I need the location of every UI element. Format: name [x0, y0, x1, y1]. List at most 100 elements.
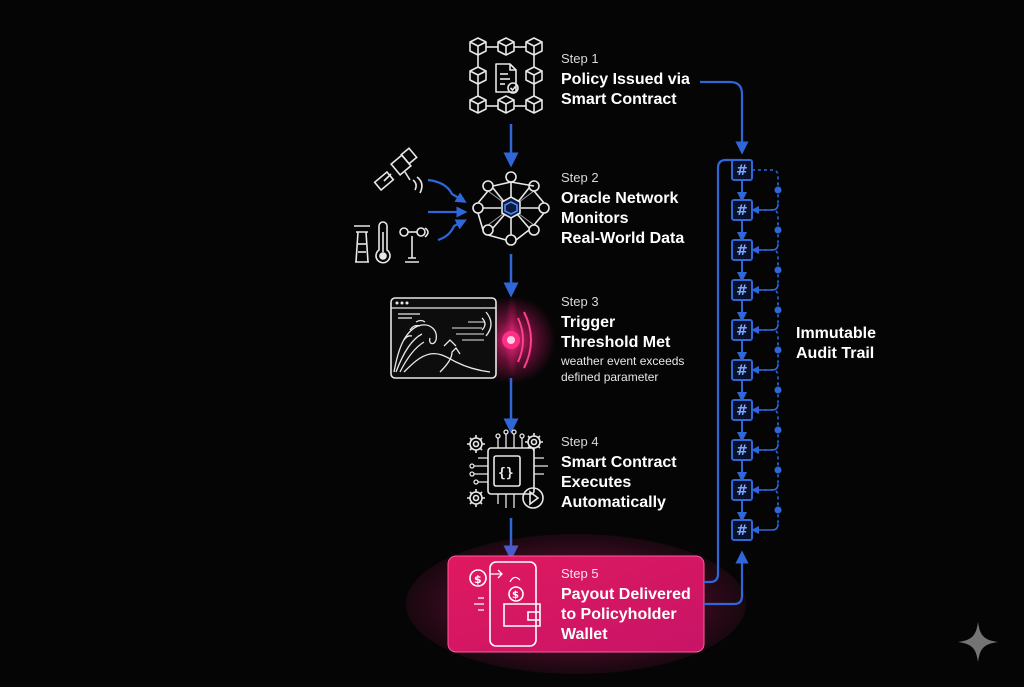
step-4-label: Step 4 Smart Contract Executes Automatic…	[561, 434, 677, 513]
hash-block: #	[731, 479, 753, 501]
hash-symbol: #	[736, 443, 748, 459]
audit-chain-blocks: # # # # # # # # # #	[731, 159, 753, 541]
hash-block: #	[731, 319, 753, 341]
step-title-line: Wallet	[561, 626, 608, 643]
thermometer-icon	[375, 221, 391, 264]
gear-icon	[467, 489, 485, 507]
hash-block: #	[731, 279, 753, 301]
hash-block: #	[731, 239, 753, 261]
hash-block: #	[731, 439, 753, 461]
svg-text:$: $	[512, 590, 519, 601]
document-icon	[495, 63, 517, 93]
step-number: Step 1	[561, 51, 599, 66]
hash-pointer-dot	[774, 226, 782, 234]
step-title-line: Policy Issued via	[561, 71, 690, 88]
hash-pointer-arrow	[751, 363, 779, 374]
hash-pointer-link	[752, 329, 779, 364]
hash-block: #	[731, 359, 753, 381]
hash-pointer-dot	[774, 386, 782, 394]
hash-pointer-link	[752, 409, 779, 444]
hash-pointer-link	[752, 449, 779, 484]
audit-left-bracket	[704, 158, 742, 584]
step1-to-audit-arrow	[700, 80, 749, 155]
payout-to-audit-arrow	[704, 550, 749, 606]
step-number: Step 2	[561, 170, 599, 185]
svg-text:$: $	[474, 573, 482, 586]
satellite-icon	[373, 147, 423, 194]
step-number: Step 3	[561, 294, 599, 309]
sparkle-icon	[958, 622, 998, 662]
play-icon	[522, 487, 544, 509]
wallet-payout-icon: $ $	[469, 561, 541, 647]
hash-block: #	[731, 399, 753, 421]
hash-symbol: #	[736, 363, 748, 379]
hash-pointer-link	[752, 249, 779, 284]
step-5-label: Step 5 Payout Delivered to Policyholder …	[561, 566, 691, 645]
step-3-label: Step 3 Trigger Threshold Met weather eve…	[561, 294, 684, 385]
hash-symbol: #	[736, 283, 748, 299]
gear-icon	[467, 435, 485, 453]
step-number: Step 4	[561, 434, 599, 449]
step-title-line: Real-World Data	[561, 230, 685, 247]
hash-pointer-link	[752, 489, 779, 524]
hash-pointer-link	[752, 169, 779, 204]
audit-trail-label: Immutable Audit Trail	[796, 324, 876, 364]
step-title-line: to Policyholder	[561, 606, 677, 623]
hash-pointer-arrow	[751, 403, 779, 414]
hash-symbol: #	[736, 483, 748, 499]
gear-icon	[525, 433, 543, 451]
anemometer-icon	[399, 227, 429, 263]
hash-pointer-arrow	[751, 323, 779, 334]
lighthouse-icon	[354, 225, 370, 263]
hash-pointer-dot	[774, 306, 782, 314]
audit-chain-links	[737, 169, 782, 534]
step-title-line: Payout Delivered	[561, 586, 691, 603]
hash-symbol: #	[736, 243, 748, 259]
blockchain-document-icon	[469, 37, 543, 114]
audit-trail-connectors	[700, 80, 749, 606]
hash-pointer-link	[752, 209, 779, 244]
step-1-label: Step 1 Policy Issued via Smart Contract	[561, 51, 690, 110]
step-title-line: Smart Contract	[561, 91, 677, 108]
oracle-network-icon	[472, 171, 550, 246]
hash-pointer-dot	[774, 426, 782, 434]
step-subtitle-line: defined parameter	[561, 370, 659, 384]
threshold-indicator	[502, 311, 532, 369]
step-title-line: Monitors	[561, 210, 629, 227]
step-title-line: Automatically	[561, 494, 666, 511]
hash-pointer-dot	[774, 186, 782, 194]
wave-window-icon	[390, 297, 497, 379]
core-node-icon	[504, 201, 518, 215]
hash-block: #	[731, 159, 753, 181]
hash-pointer-arrow	[751, 523, 779, 534]
hash-symbol: #	[736, 403, 748, 419]
step-subtitle-line: weather event exceeds	[561, 354, 685, 368]
check-badge-icon	[507, 82, 519, 94]
hash-pointer-arrow	[751, 243, 779, 254]
hash-pointer-link	[752, 289, 779, 324]
hash-pointer-arrow	[751, 443, 779, 454]
audit-label-line: Audit Trail	[796, 345, 875, 362]
hash-symbol: #	[736, 523, 748, 539]
hash-symbol: #	[736, 163, 748, 179]
hash-pointer-dot	[774, 266, 782, 274]
hash-pointer-dot	[774, 506, 782, 514]
contract-chip-icon: {}	[467, 429, 548, 509]
hash-symbol: #	[736, 203, 748, 219]
hash-block: #	[731, 519, 753, 541]
step-title-line: Oracle Network	[561, 190, 679, 207]
hash-pointer-arrow	[751, 283, 779, 294]
step-2-label: Step 2 Oracle Network Monitors Real-Worl…	[561, 170, 684, 249]
hash-symbol: #	[736, 323, 748, 339]
audit-label-line: Immutable	[796, 325, 877, 342]
step-title-line: Threshold Met	[561, 334, 671, 351]
cube-grid	[469, 37, 543, 114]
great-wave-illustration	[393, 313, 491, 373]
step-number: Step 5	[561, 566, 599, 581]
step-title-line: Executes	[561, 474, 632, 491]
step-title-line: Smart Contract	[561, 454, 677, 471]
hash-block: #	[731, 199, 753, 221]
svg-text:{}: {}	[498, 466, 514, 481]
hash-pointer-arrow	[751, 483, 779, 494]
